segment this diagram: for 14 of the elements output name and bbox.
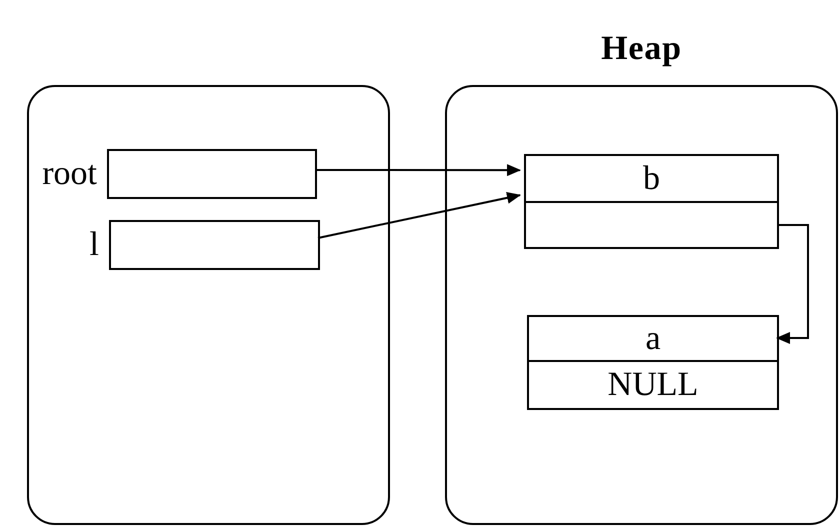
stack-panel — [27, 85, 390, 525]
field-value: NULL — [608, 368, 698, 402]
pointer-arrow — [315, 164, 521, 176]
struct-field — [527, 315, 779, 363]
heading: Heap — [601, 29, 682, 69]
variable-name: l — [90, 228, 99, 262]
struct-field — [527, 360, 779, 410]
pointer-arrow — [318, 192, 521, 239]
struct-field — [524, 154, 779, 203]
field-value: b — [643, 162, 660, 196]
pointer-arrow — [776, 224, 809, 344]
variable-name: root — [42, 157, 97, 191]
pointer-field — [524, 201, 779, 249]
field-value: a — [645, 322, 661, 356]
